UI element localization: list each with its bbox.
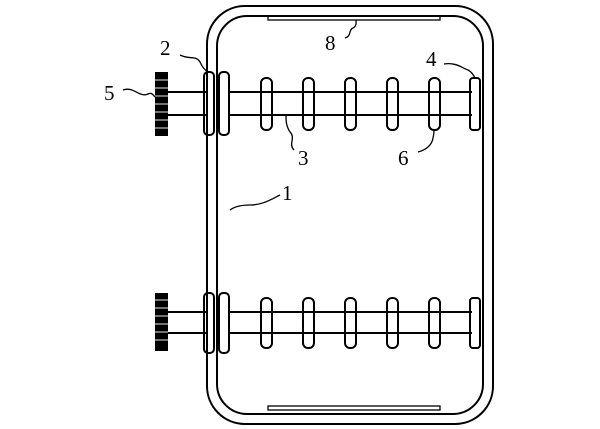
label-5: 5 [104,81,115,105]
lower-ring [302,297,315,349]
upper-ring [344,77,357,131]
upper-ring [302,77,315,131]
lower-assembly [155,292,481,354]
upper-ring [260,77,273,131]
lower-ring [428,297,441,349]
upper-assembly [155,71,481,136]
top-strip [267,15,441,21]
frame-inner [216,15,484,415]
upper-ring [428,77,441,131]
leader-3 [285,115,295,151]
upper-collar-inner [218,71,230,136]
leader-6 [417,129,435,153]
lower-end-bracket [469,297,481,349]
label-6: 6 [398,146,409,170]
label-4: 4 [426,47,437,71]
label-2: 2 [160,36,171,60]
lower-collar-outer [203,292,215,354]
lower-collar-inner [218,292,230,354]
label-3: 3 [298,146,309,170]
upper-collar-outer [203,71,215,136]
leader-5 [122,88,156,98]
lower-knob [155,293,168,351]
upper-ring [386,77,399,131]
upper-end-bracket [469,77,481,131]
lower-ring [344,297,357,349]
leader-8 [344,19,357,39]
label-8: 8 [325,31,336,55]
lower-ring [386,297,399,349]
leader-4 [443,62,476,79]
leader-2 [179,54,209,73]
frame-outer [206,5,494,425]
lower-ring [260,297,273,349]
label-1: 1 [282,181,293,205]
leader-1 [229,194,281,211]
bottom-strip [267,405,441,411]
